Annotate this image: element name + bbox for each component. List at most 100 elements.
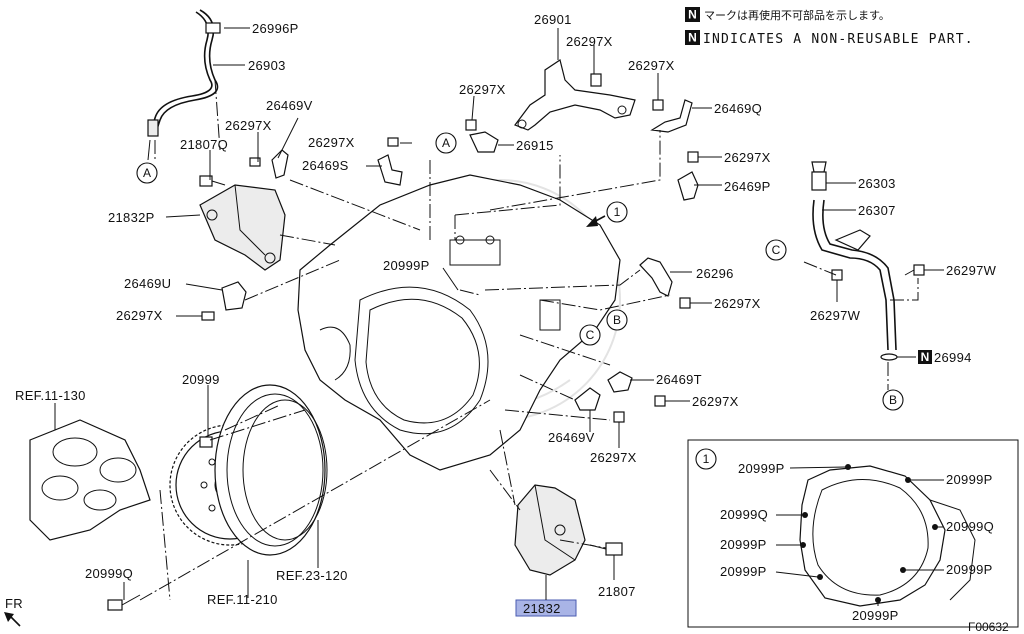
bracket-26469V-b: [574, 387, 601, 411]
bracket-26469V: [271, 149, 289, 179]
svg-text:A: A: [143, 166, 151, 180]
label-26469V-a: 26469V: [266, 98, 313, 113]
svg-text:A: A: [442, 136, 450, 150]
part-labels: 26996P 26903 21807Q 26297X 26469V 26297X…: [5, 12, 997, 616]
bolt-26297X-h: [679, 297, 691, 309]
label-21807Q: 21807Q: [180, 137, 228, 152]
label-20999-main: 20999: [182, 372, 220, 387]
label-21807: 21807: [598, 584, 636, 599]
engine-block-ref: [29, 419, 151, 541]
label-26994-with-badge: N 26994: [918, 350, 972, 365]
bolt-21807: [589, 542, 623, 556]
bolt-26297W-b: [913, 264, 925, 276]
label-26469U: 26469U: [124, 276, 171, 291]
svg-text:26994: 26994: [934, 350, 972, 365]
inset-label-r2: 20999Q: [946, 519, 994, 534]
label-fr: FR: [5, 596, 23, 611]
label-ref-11-210: REF.11-210: [207, 592, 278, 607]
non-reusable-note-en: N INDICATES A NON-REUSABLE PART.: [685, 30, 974, 47]
callout-b-main: B: [606, 309, 628, 331]
label-26297X-f: 26297X: [628, 58, 675, 73]
bracket-26469U: [221, 281, 247, 311]
leader-lines: [54, 27, 944, 600]
bracket-26296: [639, 257, 673, 297]
label-26901: 26901: [534, 12, 572, 27]
bolt-26297X-b: [387, 137, 399, 147]
label-ref-11-130: REF.11-130: [15, 388, 86, 403]
label-26915: 26915: [516, 138, 554, 153]
label-26297X-j: 26297X: [590, 450, 637, 465]
alignment-dash-lines: [139, 79, 919, 601]
inset-label-l3: 20999P: [720, 537, 767, 552]
bolt-26297X-a: [249, 157, 261, 167]
bolt-26297X-c: [201, 311, 215, 321]
label-26469V-b: 26469V: [548, 430, 595, 445]
callout-one-main: 1: [586, 201, 628, 227]
hose-clip: [205, 22, 221, 34]
label-26469P: 26469P: [724, 179, 771, 194]
svg-text:C: C: [586, 328, 595, 342]
bracket-26915: [469, 131, 499, 153]
callout-a-left: A: [136, 162, 158, 184]
inset-label-l4: 20999P: [720, 564, 767, 579]
svg-text:B: B: [889, 393, 897, 407]
label-26469T: 26469T: [656, 372, 702, 387]
label-26297X-a: 26297X: [225, 118, 272, 133]
label-ref-23-120: REF.23-120: [276, 568, 348, 583]
label-26297W-b: 26297W: [810, 308, 861, 323]
svg-text:N: N: [688, 8, 697, 22]
callout-b-right: B: [882, 389, 904, 411]
inset-label-l1: 20999P: [738, 461, 785, 476]
callout-a-top: A: [435, 132, 457, 154]
bracket-21832: [514, 484, 586, 576]
label-26297W-a: 26297W: [946, 263, 997, 278]
label-26996P: 26996P: [252, 21, 299, 36]
svg-text:INDICATES A NON-REUSABLE PART.: INDICATES A NON-REUSABLE PART.: [703, 32, 974, 47]
bolt-26297X-i: [654, 395, 666, 407]
bolt-26297X-d: [590, 73, 602, 87]
svg-text:1: 1: [703, 452, 710, 466]
o-ring-26994: [880, 353, 898, 361]
torque-converter: [214, 384, 328, 556]
svg-text:N: N: [688, 31, 697, 45]
figure-code: F00632: [968, 620, 1009, 634]
front-arrow-icon: [4, 612, 21, 627]
bolt-26297X-j: [613, 411, 625, 423]
bolt-26297X-f: [652, 99, 664, 111]
label-26297X-h: 26297X: [714, 296, 761, 311]
bracket-26901: [514, 59, 636, 131]
label-26297X-i: 26297X: [692, 394, 739, 409]
label-26297X-d: 26297X: [566, 34, 613, 49]
bolt-26297X-g: [687, 151, 699, 163]
inset-label-l2: 20999Q: [720, 507, 768, 522]
bolt-20999Q-main: [107, 594, 141, 611]
non-reusable-note-jp: N マークは再使用不可部品を示します。: [685, 7, 890, 22]
callout-c-main: C: [579, 324, 601, 346]
svg-text:1: 1: [614, 205, 621, 219]
label-20999P-main: 20999P: [383, 258, 430, 273]
bracket-26469S: [377, 154, 403, 186]
label-26297X-c: 26297X: [116, 308, 163, 323]
bolt-20999-main: [199, 436, 213, 448]
inset-detail-1: 1 20999P 20999Q 20999P 20999P 20999P 209…: [687, 439, 1019, 628]
bracket-21832P: [199, 184, 286, 271]
label-26296: 26296: [696, 266, 734, 281]
bolt-26297W-a: [831, 269, 843, 281]
inset-label-r1: 20999P: [946, 472, 993, 487]
label-26469Q: 26469Q: [714, 101, 762, 116]
dipstick-handle: [811, 161, 827, 191]
label-20999Q-main: 20999Q: [85, 566, 133, 581]
bolt-26297X-e: [465, 119, 477, 131]
svg-text:N: N: [921, 350, 930, 364]
transmission-housing: [297, 174, 621, 471]
label-26297X-g: 26297X: [724, 150, 771, 165]
label-26469S: 26469S: [302, 158, 349, 173]
label-21832: 21832: [523, 601, 561, 616]
bracket-26469Q: [650, 99, 693, 133]
label-26303: 26303: [858, 176, 896, 191]
inset-label-b1: 20999P: [852, 608, 899, 623]
inset-label-r3: 20999P: [946, 562, 993, 577]
bolt-21807Q: [199, 175, 226, 187]
label-26297X-e: 26297X: [459, 82, 506, 97]
